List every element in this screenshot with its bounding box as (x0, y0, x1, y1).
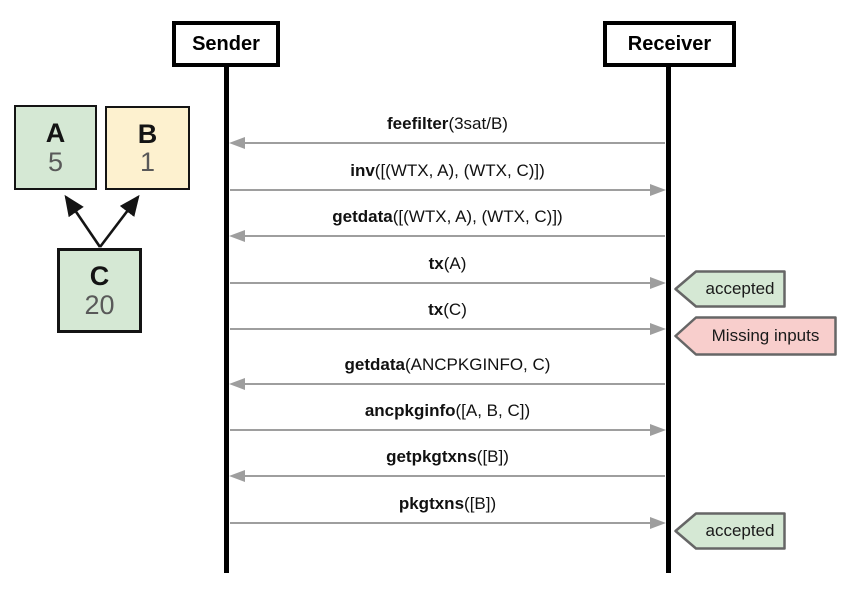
badge-pointer-shape-icon (674, 316, 837, 356)
message-arrow-line (242, 235, 665, 237)
message-label: inv([(WTX, A), (WTX, C)]) (350, 161, 545, 180)
message-label: getdata([(WTX, A), (WTX, C)]) (332, 207, 563, 226)
lifeline-receiver (666, 67, 671, 573)
tx-node-a-value: 5 (47, 146, 64, 177)
edge-c-to-b-arrow-icon (98, 194, 140, 248)
message-arrow-line (230, 328, 653, 330)
message-arrow-line (230, 522, 653, 524)
message-arrow-line (230, 282, 653, 284)
actor-receiver-box: Receiver (603, 21, 736, 67)
badge-pointer-shape-icon (674, 512, 786, 550)
message-arrow-line (230, 429, 653, 431)
actor-sender-label: Sender (192, 32, 260, 55)
arrowhead-right-icon (650, 184, 666, 196)
message-label: feefilter(3sat/B) (387, 114, 508, 133)
actor-sender-box: Sender (172, 21, 280, 67)
message-label: ancpkginfo([A, B, C]) (364, 401, 531, 420)
arrowhead-left-icon (229, 378, 245, 390)
status-badge-accepted-tx-a: accepted (674, 270, 786, 308)
arrowhead-right-icon (650, 323, 666, 335)
lifeline-sender (224, 67, 229, 573)
edge-c-to-a-arrow-icon (64, 194, 102, 248)
message-row-inv: inv([(WTX, A), (WTX, C)]) (229, 158, 666, 196)
message-arrow-line (230, 189, 653, 191)
message-label: getdata(ANCPKGINFO, C) (344, 355, 551, 374)
tx-node-c-label: C (89, 261, 110, 292)
actor-receiver-label: Receiver (627, 32, 712, 55)
message-label: tx(C) (428, 300, 467, 319)
status-badge-text: Missing inputs (711, 326, 820, 345)
message-row-ancpkginfo: ancpkginfo([A, B, C]) (229, 398, 666, 436)
tx-node-a-label: A (45, 118, 66, 149)
message-row-tx-a: tx(A) (229, 251, 666, 289)
message-row-getpkgtxns: getpkgtxns([B]) (229, 444, 666, 482)
status-badge-text: accepted (705, 279, 775, 298)
message-row-getdata-wtx: getdata([(WTX, A), (WTX, C)]) (229, 204, 666, 242)
arrowhead-left-icon (229, 230, 245, 242)
arrowhead-right-icon (650, 517, 666, 529)
status-badge-missing-inputs: Missing inputs (674, 316, 837, 356)
message-row-getdata-ancpkginfo: getdata(ANCPKGINFO, C) (229, 352, 666, 390)
tx-node-b-label: B (137, 118, 158, 149)
message-row-tx-c: tx(C) (229, 297, 666, 335)
status-badge-text: accepted (705, 521, 775, 540)
arrowhead-left-icon (229, 470, 245, 482)
message-arrow-line (242, 475, 665, 477)
tx-node-a: A 5 (14, 105, 97, 190)
badge-pointer-shape-icon (674, 270, 786, 308)
status-badge-accepted-pkgtxns: accepted (674, 512, 786, 550)
tx-node-c: C 20 (57, 248, 142, 333)
message-label: pkgtxns([B]) (398, 494, 497, 513)
arrowhead-right-icon (650, 277, 666, 289)
message-row-pkgtxns: pkgtxns([B]) (229, 491, 666, 529)
arrowhead-left-icon (229, 137, 245, 149)
message-label: getpkgtxns([B]) (386, 447, 509, 466)
message-label: tx(A) (428, 254, 467, 273)
message-row-feefilter: feefilter(3sat/B) (229, 111, 666, 149)
arrowhead-right-icon (650, 424, 666, 436)
message-arrow-line (242, 383, 665, 385)
tx-node-b-value: 1 (139, 147, 156, 177)
message-arrow-line (242, 142, 665, 144)
tx-node-c-value: 20 (84, 289, 115, 320)
tx-node-b: B 1 (105, 106, 190, 190)
